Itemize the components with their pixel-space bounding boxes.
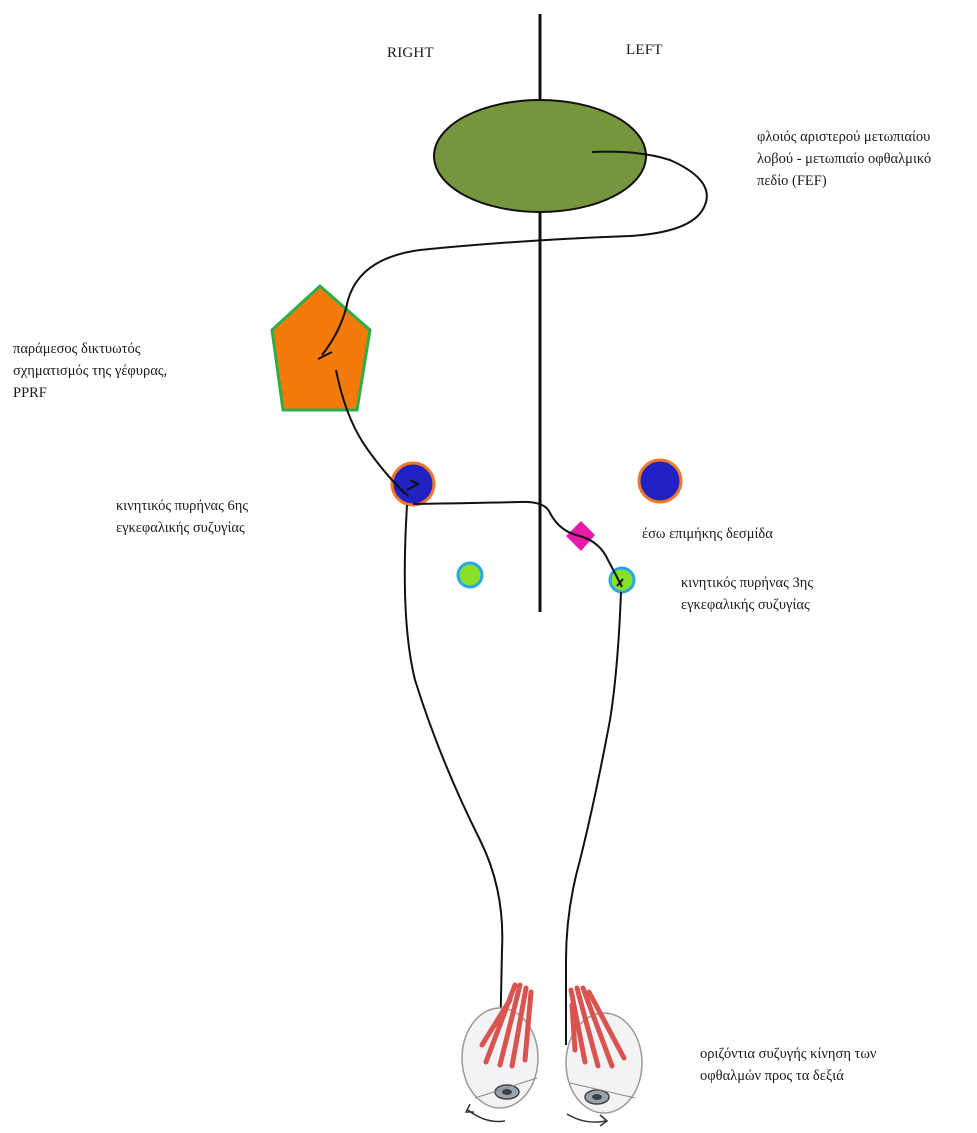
left-oculomotor-nerve: [566, 592, 621, 1045]
pprf-pentagon: [272, 286, 370, 410]
fef-ellipse: [434, 100, 646, 212]
right-abducens-nerve: [405, 505, 503, 1045]
oculomotor-nucleus-label: κινητικός πυρήνας 3ης εγκεφαλικής συζυγί…: [681, 572, 813, 616]
left-eye: [566, 988, 642, 1126]
abducens-nucleus-label: κινητικός πυρήνας 6ης εγκεφαλικής συζυγί…: [116, 495, 248, 539]
left-abducens-nucleus: [639, 460, 681, 502]
eyes-illustration: [462, 985, 642, 1126]
pprf-label: παράμεσος δικτυωτός σχηματισμός της γέφυ…: [13, 338, 167, 404]
mlf-label: έσω επιμήκης δεσμίδα: [642, 523, 773, 545]
left-side-label: LEFT: [626, 39, 663, 61]
right-abducens-nucleus: [392, 463, 434, 505]
fef-label: φλοιός αριστερού μετωπιαίου λοβού - μετω…: [757, 126, 931, 192]
abducens-to-mlf-tract: [413, 502, 622, 587]
right-oculomotor-nucleus: [458, 563, 482, 587]
right-side-label: RIGHT: [387, 42, 434, 64]
pathway-lines: [318, 152, 707, 1045]
eye-movement-label: οριζόντια συζυγής κίνηση των οφθαλμών πρ…: [700, 1043, 876, 1087]
